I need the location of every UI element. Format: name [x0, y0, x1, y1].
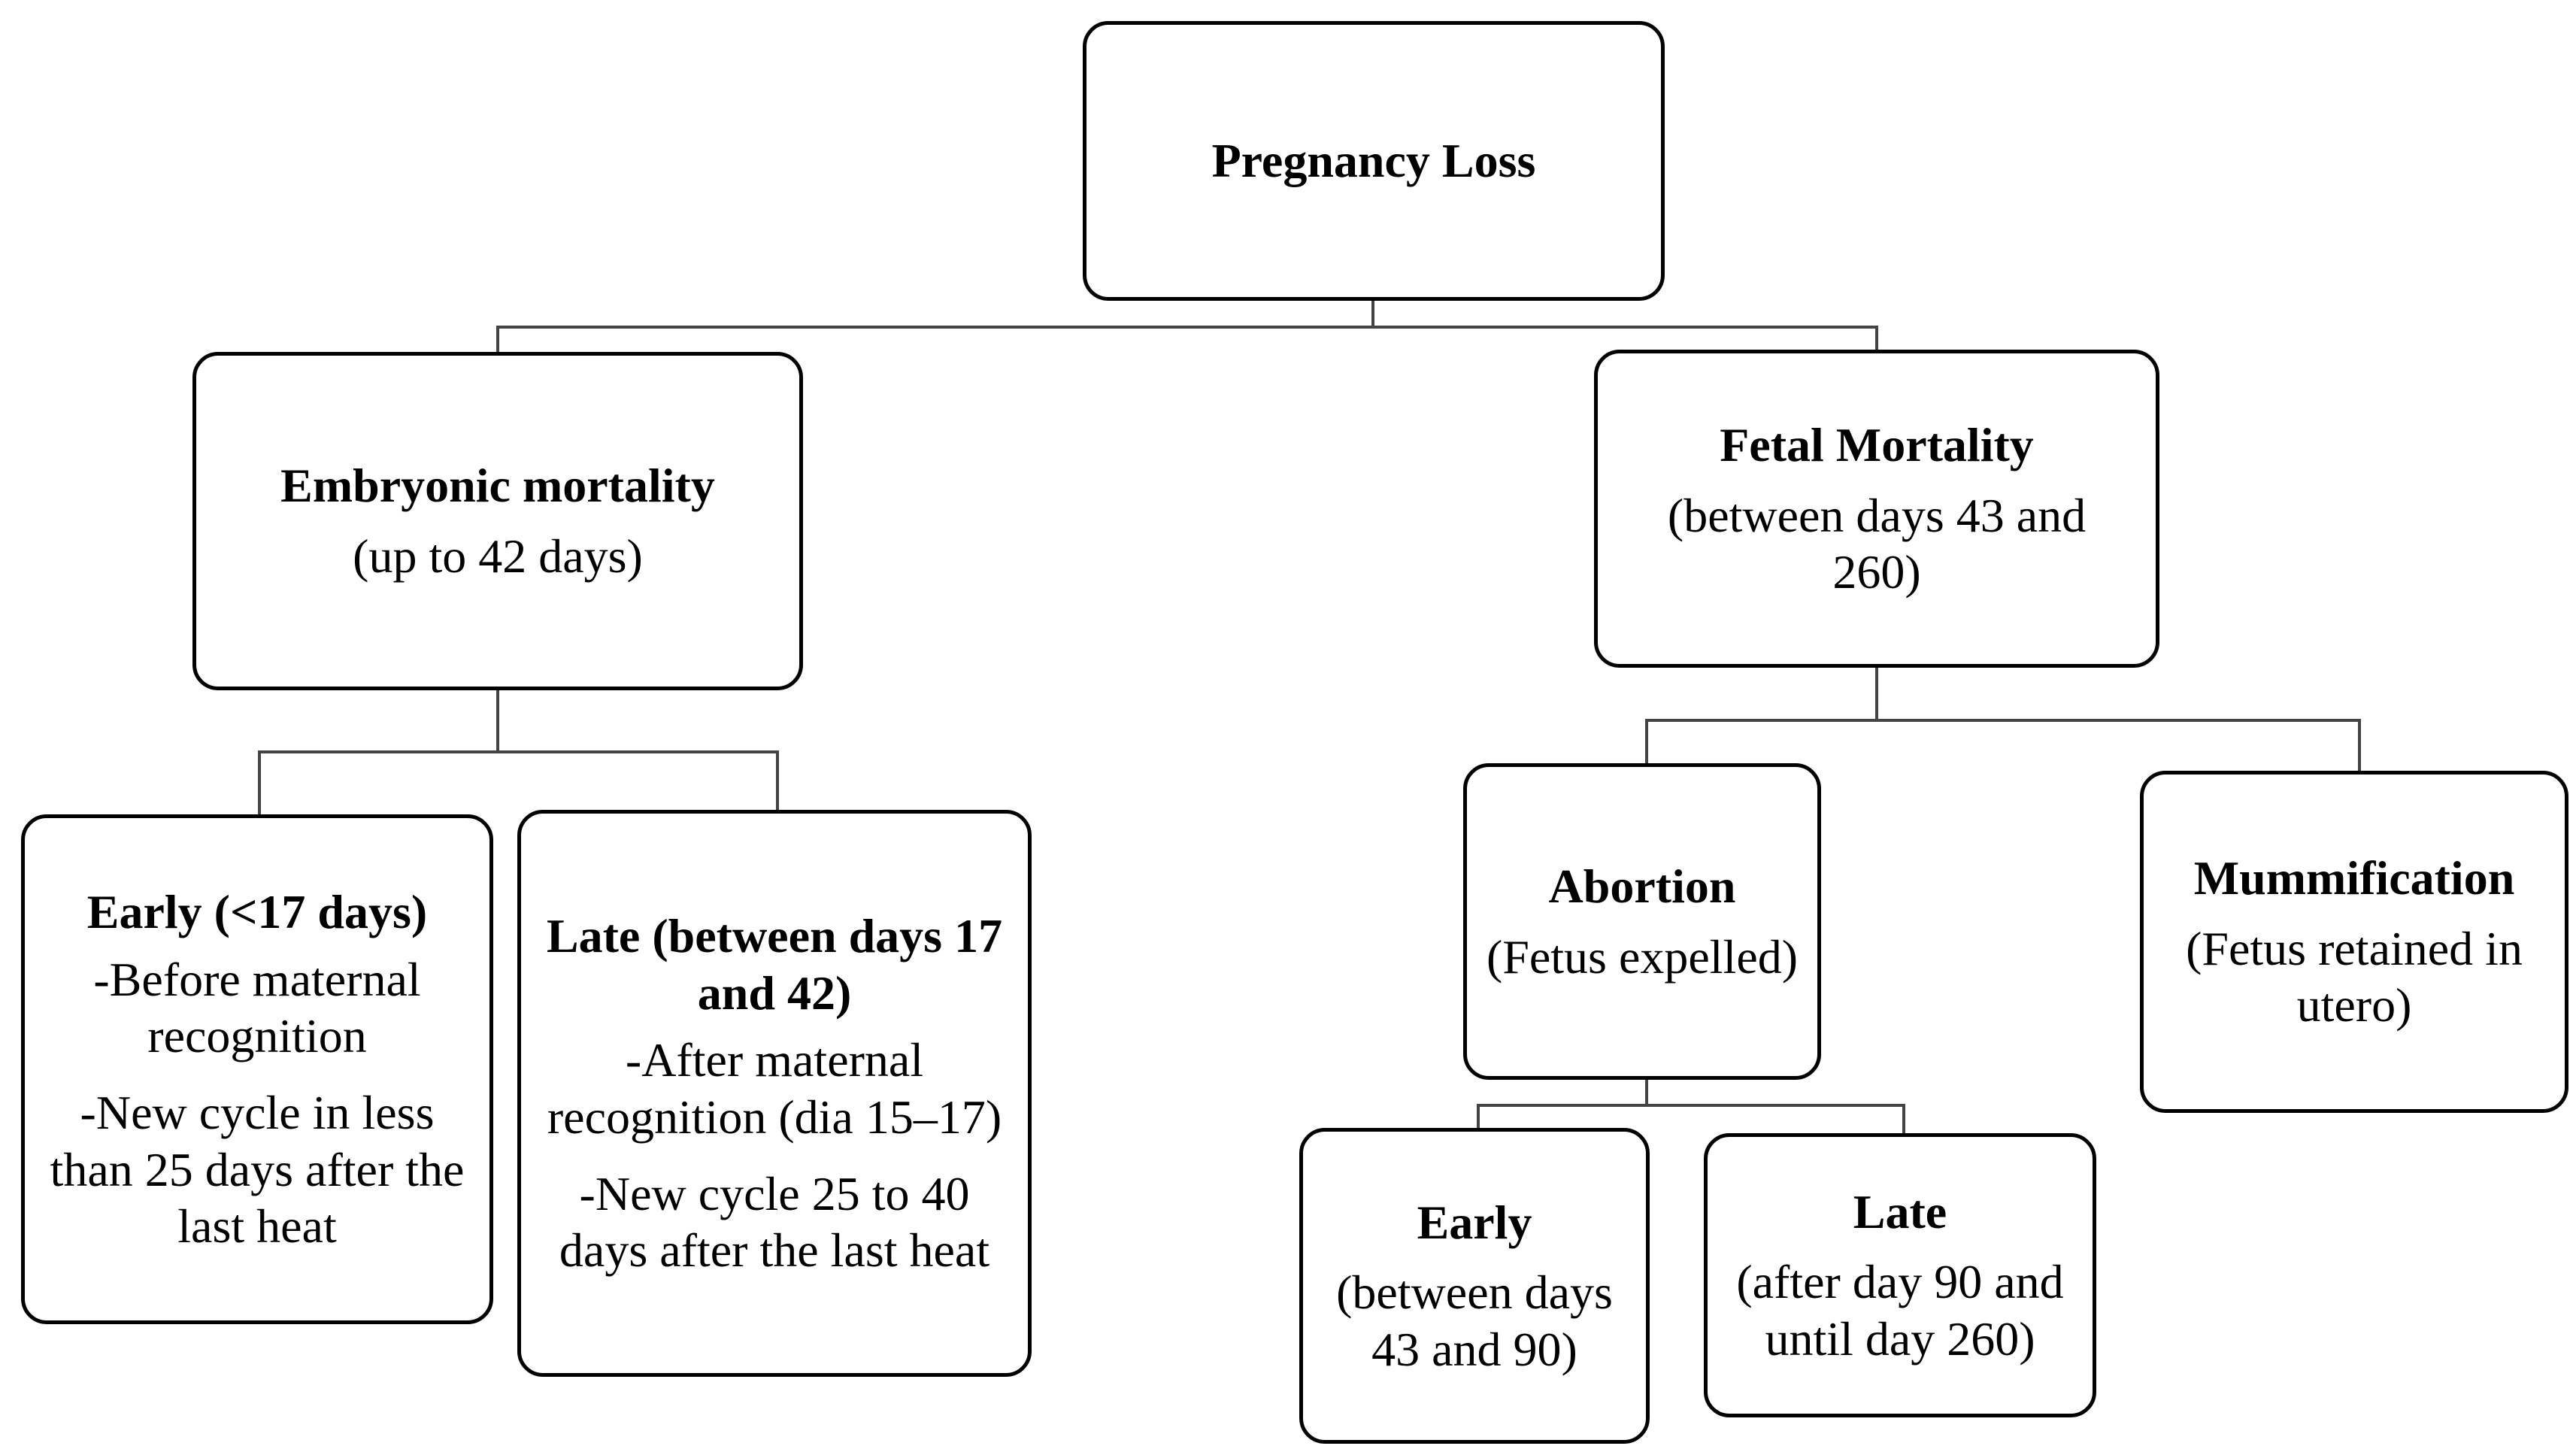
- node-title: Mummification: [2193, 851, 2515, 905]
- node-subtitle: (between days 43 and 260): [1667, 488, 2087, 599]
- node-point-2: -New cycle 25 to 40 days after the last …: [559, 1166, 990, 1278]
- node-late-embryonic: Late (between days 17 and 42) -After mat…: [517, 810, 1032, 1377]
- node-title: Fetal Mortality: [1720, 418, 2034, 472]
- connector-abortion-to-children: [1477, 1080, 1905, 1133]
- node-point-2: -New cycle in less than 25 days after th…: [50, 1086, 465, 1253]
- connector-root-to-level1: [496, 301, 1878, 352]
- node-point-1: -Before maternal recognition: [93, 952, 421, 1063]
- node-fetal-mortality: Fetal Mortality (between days 43 and 260…: [1594, 350, 2159, 668]
- node-title: Late: [1853, 1184, 1947, 1238]
- connector-embryonic-to-children: [258, 690, 779, 814]
- node-subtitle: (between days 43 and 90): [1336, 1266, 1613, 1376]
- node-abortion: Abortion (Fetus expelled): [1463, 763, 1821, 1080]
- node-pregnancy-loss: Pregnancy Loss: [1083, 21, 1665, 301]
- node-subtitle: (Fetus retained in utero): [2186, 921, 2523, 1032]
- node-subtitle: (Fetus expelled): [1486, 929, 1799, 984]
- node-early-abortion: Early (between days 43 and 90): [1299, 1128, 1650, 1444]
- node-title: Abortion: [1548, 859, 1736, 913]
- node-title: Pregnancy Loss: [1211, 134, 1536, 188]
- node-title: Embryonic mortality: [280, 459, 715, 513]
- node-title: Late (between days 17 and 42): [546, 909, 1003, 1020]
- connector-fetal-to-children: [1645, 668, 2361, 771]
- node-mummification: Mummification (Fetus retained in utero): [2140, 771, 2568, 1113]
- node-embryonic-mortality: Embryonic mortality (up to 42 days): [192, 352, 803, 690]
- node-late-abortion: Late (after day 90 and until day 260): [1704, 1133, 2096, 1417]
- node-point-1: -After maternal recognition (dia 15–17): [547, 1033, 1002, 1144]
- node-title: Early: [1417, 1195, 1532, 1249]
- node-subtitle: (up to 42 days): [353, 529, 643, 583]
- node-title: Early (<17 days): [86, 885, 428, 939]
- node-early-embryonic: Early (<17 days) -Before maternal recogn…: [21, 814, 493, 1324]
- node-subtitle: (after day 90 and until day 260): [1736, 1255, 2064, 1366]
